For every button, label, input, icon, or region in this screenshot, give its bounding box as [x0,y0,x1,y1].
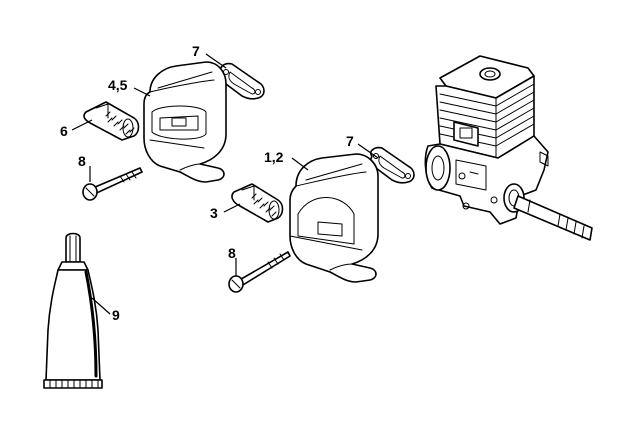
callout-7-upper: 7 [192,43,200,59]
callout-7-right: 7 [346,133,354,149]
callout-1-2: 1,2 [264,149,284,165]
leader-7-right [357,143,379,159]
callout-8-upper: 8 [78,153,86,169]
spark-arrester-screen-6 [83,101,140,141]
muffler-upper [143,61,227,183]
screw-upper [82,167,143,201]
leader-6 [71,119,93,131]
gasket-upper [219,62,265,100]
callout-6: 6 [60,123,68,139]
callout-9: 9 [112,307,120,323]
callout-4-5: 4,5 [108,77,128,93]
callout-3: 3 [210,205,218,221]
leader-4-5 [133,87,151,97]
leader-3 [223,203,241,213]
screw-lower [228,251,291,293]
muffler-center [289,153,379,283]
engine-assembly [424,55,593,241]
callouts: 7 4,5 6 8 7 1,2 3 8 9 [60,43,354,323]
leader-1-2 [291,157,309,171]
leader-7-upper [205,53,227,69]
grease-tube [43,232,103,389]
callout-8-lower: 8 [228,245,236,261]
leader-9 [91,297,111,315]
spark-arrester-screen-3 [231,183,284,223]
leader-lines [71,53,379,315]
